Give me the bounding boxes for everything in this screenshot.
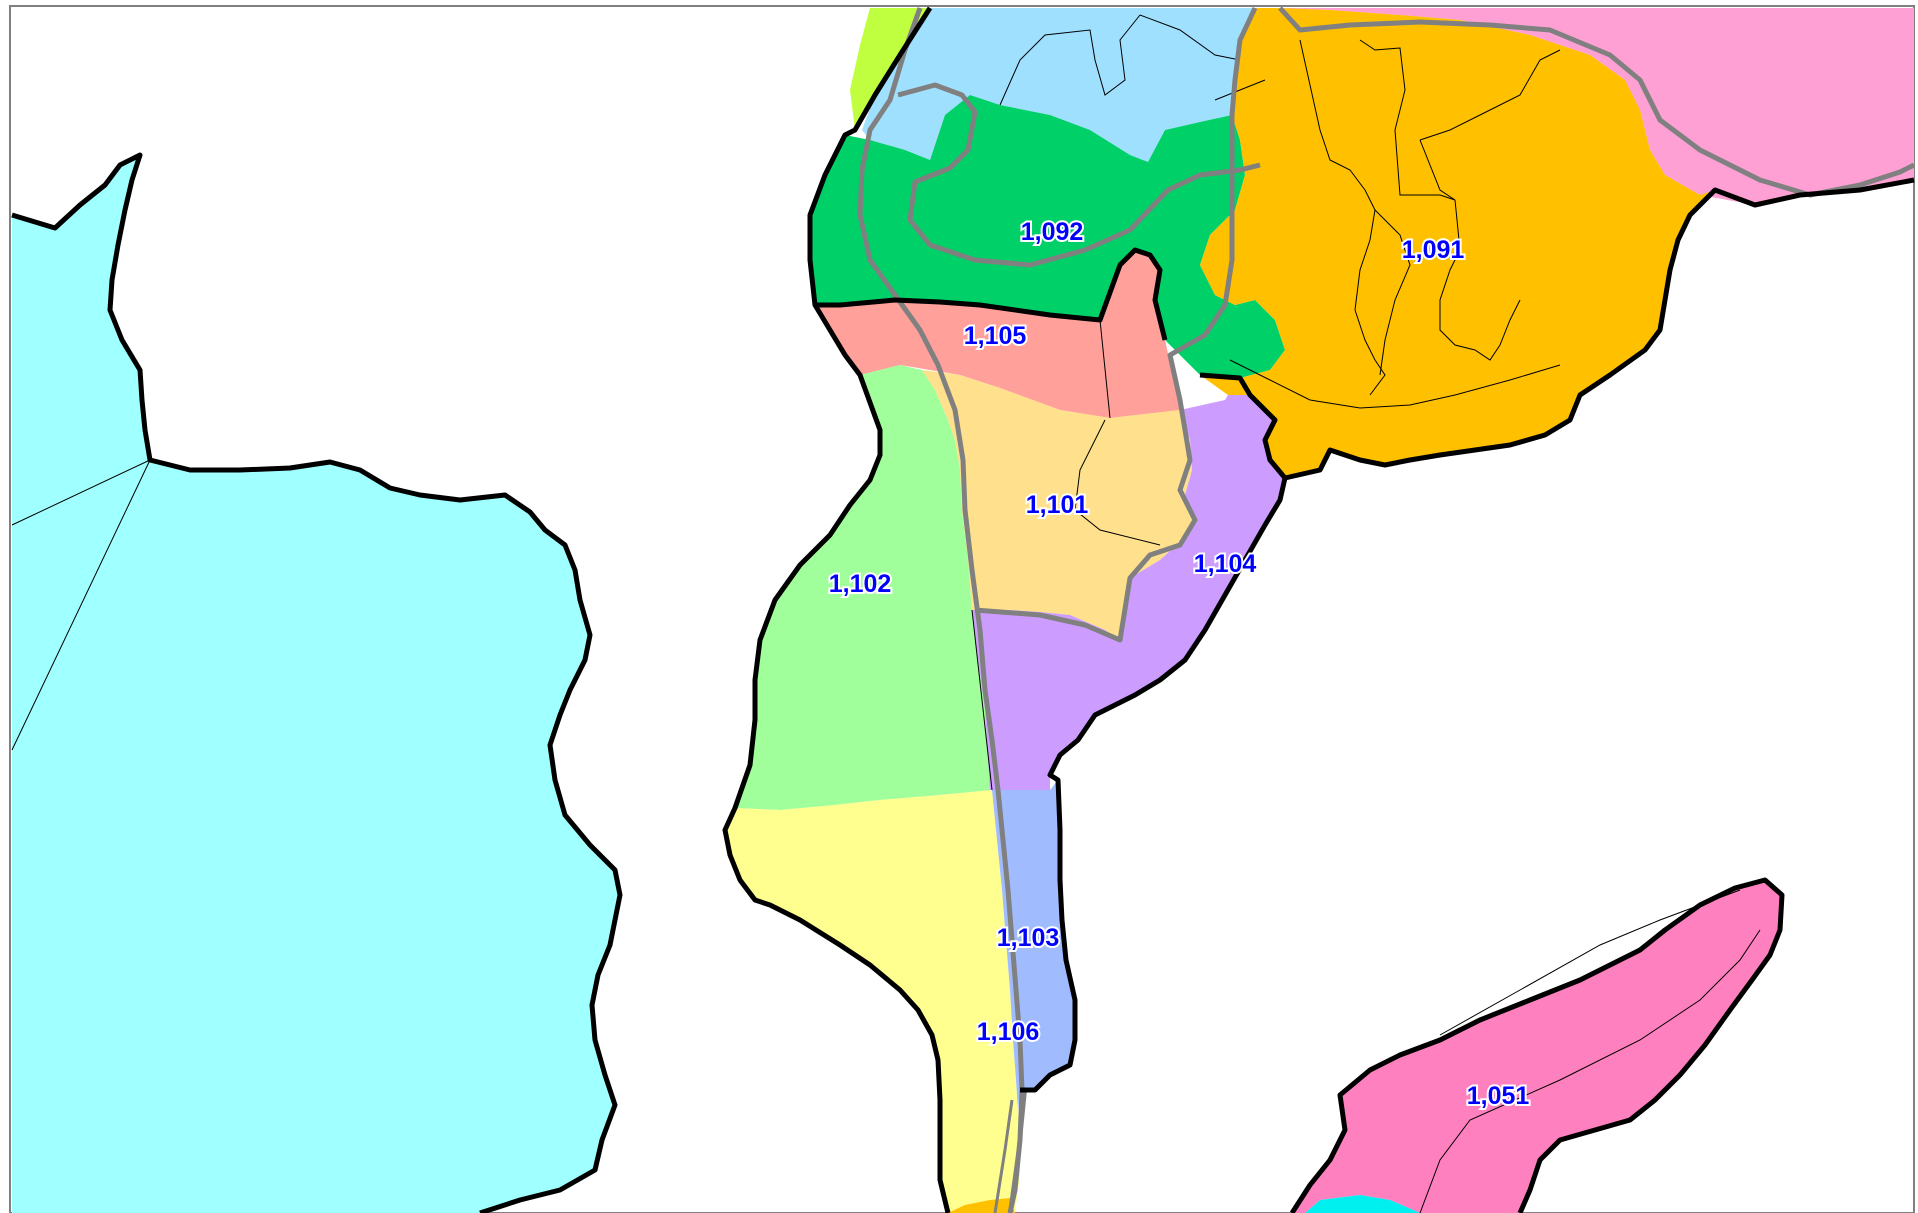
label-zone-1102: 1,102	[829, 570, 892, 598]
label-zone-1103: 1,103	[997, 924, 1060, 952]
zone-north-blue[interactable]	[862, 8, 1255, 162]
zone-west[interactable]	[12, 155, 620, 1213]
zone-1101[interactable]	[922, 370, 1195, 640]
zone-1103[interactable]	[992, 780, 1075, 1110]
zone-1106[interactable]	[725, 790, 1020, 1213]
road-lines	[857, 6, 1916, 1213]
zone-1102[interactable]	[735, 365, 992, 810]
internal-boundaries	[11, 14, 1761, 1213]
zone-1051[interactable]	[1292, 880, 1782, 1213]
label-zone-1051: 1,051	[1467, 1082, 1530, 1110]
zone-1092[interactable]	[810, 95, 1285, 378]
label-zone-1101: 1,101	[1026, 491, 1089, 519]
label-zone-1104: 1,104	[1194, 550, 1257, 578]
label-zone-1106: 1,106	[977, 1018, 1040, 1046]
label-zone-1091: 1,091	[1402, 236, 1465, 264]
zone-northeast-pink[interactable]	[1280, 8, 1914, 205]
zone-labels: 1,092 1,091 1,105 1,101 1,102 1,104 1,10…	[827, 216, 1532, 1112]
zone-1105[interactable]	[815, 250, 1180, 418]
region-outlines	[11, 6, 1915, 1213]
zone-south-cyan[interactable]	[1305, 1195, 1420, 1213]
label-zone-1092: 1,092	[1021, 218, 1084, 246]
zone-1091[interactable]	[1200, 8, 1715, 478]
label-zone-1105: 1,105	[964, 322, 1027, 350]
